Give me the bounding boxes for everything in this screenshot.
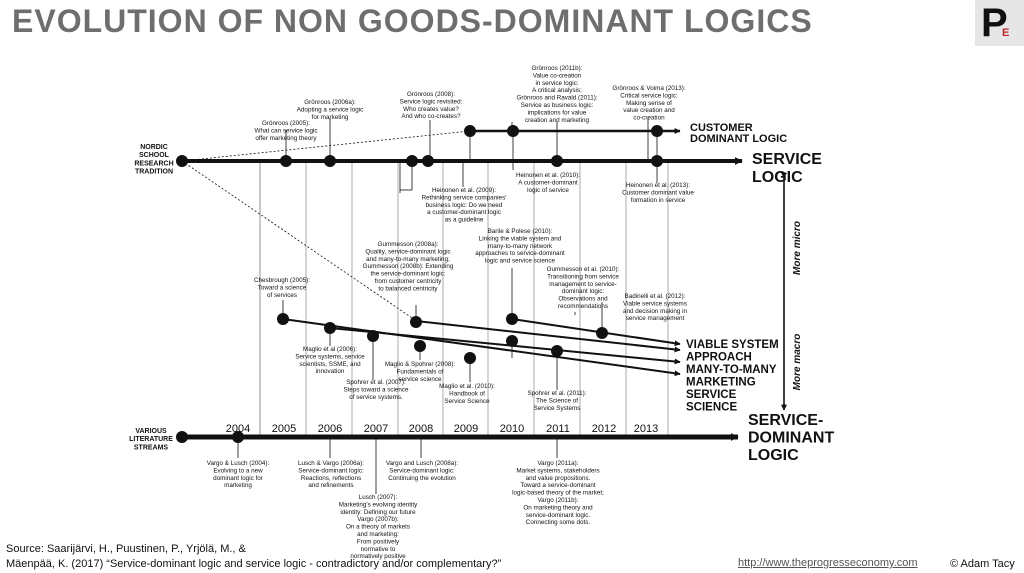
ref-maglio-2006: Maglio et al (2006):Service systems, ser…: [295, 346, 365, 375]
service-science-arrow: [282, 318, 681, 377]
ref-heinonen-2010: Heinonen et al. (2010):A customer-domina…: [516, 172, 580, 194]
ref-lusch-vargo-2006a: Lusch & Vargo (2006a):Service-dominant l…: [298, 460, 364, 489]
milestone-dot: [232, 431, 244, 443]
ref-badinelli-2012: Badinelli et al. (2012):Viable service s…: [623, 293, 688, 322]
year-label-2004: 2004: [226, 423, 250, 435]
logo-sub-letter: E: [1002, 27, 1010, 39]
ref-lusch-2007: Lusch (2007):Marketing's evolving identi…: [339, 494, 418, 560]
year-grid-lines: [259, 160, 669, 436]
website-link[interactable]: http://www.theprogresseconomy.com: [738, 557, 918, 569]
ref-gronroos-2006a: Grönroos (2006a):Adopting a service logi…: [297, 99, 364, 121]
milestone-dot: [277, 313, 289, 325]
timeline-arrows: [182, 128, 787, 441]
milestone-dot: [324, 322, 336, 334]
year-label-2006: 2006: [318, 423, 342, 435]
milestone-dot: [464, 352, 476, 364]
milestone-dot: [422, 155, 434, 167]
milestone-dot: [280, 155, 292, 167]
source-line-2: Mäenpää, K. (2017) “Service-dominant log…: [6, 558, 502, 570]
ref-barile-polese-2010: Barile & Polese (2010):Linking the viabl…: [475, 228, 565, 265]
milestone-dot: [367, 330, 379, 342]
year-label-2005: 2005: [272, 423, 296, 435]
more-micro-label: More micro: [792, 221, 803, 275]
year-label-2007: 2007: [364, 423, 388, 435]
brand-logo[interactable]: P E: [975, 0, 1024, 46]
many-to-many-arrow: [329, 327, 681, 365]
milestone-dot: [551, 155, 563, 167]
ref-vargo-lusch-2008a: Vargo and Lusch (2008a):Service-dominant…: [386, 460, 459, 482]
ref-heinonen-2009: Heinonen et al. (2009):Rethinking servic…: [422, 187, 507, 224]
milestone-dot: [464, 125, 476, 137]
copyright: © Adam Tacy: [950, 558, 1015, 570]
milestone-dot: [596, 327, 608, 339]
ref-gronroos-2008: Grönroos (2008):Service logic revisited:…: [400, 91, 463, 120]
milestone-dot: [651, 125, 663, 137]
milestone-dot: [176, 431, 188, 443]
milestone-dot: [507, 125, 519, 137]
milestone-dot: [506, 335, 518, 347]
ref-gronroos-voima-2013: Grönroos & Voima (2013):Critical service…: [612, 85, 685, 122]
ref-gummesson-2010: Gummesson et al. (2010):Transitioning fr…: [547, 266, 620, 310]
diagram-labels: 2004 2005 2006 2007 2008 2009 2010 2011 2012 2013…: [129, 65, 834, 560]
viable-system-arrow-2: [511, 318, 681, 347]
milestone-dot: [551, 345, 563, 357]
milestone-dot: [651, 155, 663, 167]
page-title: EVOLUTION OF NON GOODS-DOMINANT LOGICS: [12, 3, 813, 39]
ref-spohrer-2007: Spohrer et al. (2007):Steps toward a sci…: [343, 379, 409, 401]
milestone-dot: [414, 340, 426, 352]
year-label-2013: 2013: [634, 423, 658, 435]
year-label-2010: 2010: [500, 423, 524, 435]
logo-letter: P: [981, 1, 1008, 45]
year-label-2009: 2009: [454, 423, 478, 435]
ref-gummesson-2008: Gummesson (2008a):Quality, service-domin…: [363, 241, 454, 292]
year-label-2012: 2012: [592, 423, 616, 435]
milestone-dot: [324, 155, 336, 167]
dotted-link: [181, 130, 471, 162]
milestone-dots: [176, 125, 663, 443]
year-label-2008: 2008: [409, 423, 433, 435]
viable-system-arrow: [415, 320, 681, 353]
milestone-dot: [410, 316, 422, 328]
milestone-dot: [406, 155, 418, 167]
ref-vargo-2011: Vargo (2011a):Market systems, stakeholde…: [512, 460, 604, 526]
year-label-2011: 2011: [546, 423, 570, 435]
more-macro-label: More macro: [792, 334, 803, 391]
milestone-dot: [176, 155, 188, 167]
source-line-1: Source: Saarijärvi, H., Puustinen, P., Y…: [6, 543, 246, 555]
ref-heinonen-2013: Heinonen et al. (2013):Customer dominant…: [622, 182, 694, 204]
milestone-dot: [506, 313, 518, 325]
